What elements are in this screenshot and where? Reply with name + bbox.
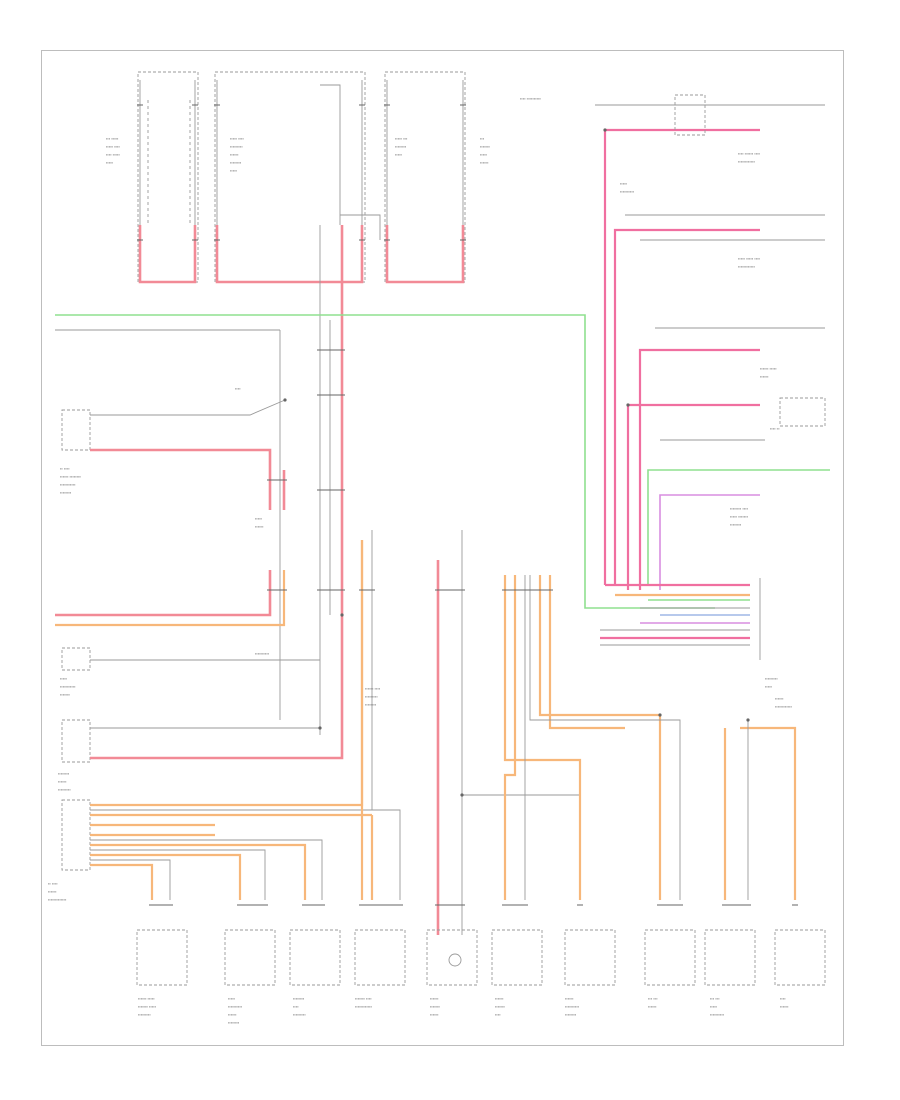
svg-text:▪▪▪▪▪: ▪▪▪▪▪ — [60, 676, 68, 681]
svg-text:▪▪▪▪▪▪▪▪: ▪▪▪▪▪▪▪▪ — [230, 160, 242, 165]
splice-points — [283, 128, 750, 797]
svg-text:▪▪▪▪▪▪▪▪: ▪▪▪▪▪▪▪▪ — [228, 1020, 240, 1025]
svg-text:▪▪▪▪ ▪▪: ▪▪▪▪ ▪▪ — [770, 426, 780, 431]
svg-text:▪▪▪▪▪ ▪▪▪▪▪ ▪▪▪▪: ▪▪▪▪▪ ▪▪▪▪▪ ▪▪▪▪ — [738, 256, 761, 261]
svg-text:▪▪▪▪▪▪▪▪▪▪: ▪▪▪▪▪▪▪▪▪▪ — [255, 651, 270, 656]
svg-text:▪▪▪▪▪▪: ▪▪▪▪▪▪ — [228, 1012, 237, 1017]
svg-text:▪▪▪▪▪: ▪▪▪▪▪ — [710, 1004, 718, 1009]
svg-text:▪▪▪▪▪ ▪▪▪▪▪▪▪: ▪▪▪▪▪ ▪▪▪▪▪▪▪ — [730, 514, 749, 519]
svg-text:▪▪▪▪▪: ▪▪▪▪▪ — [395, 152, 403, 157]
svg-text:▪▪▪▪▪▪: ▪▪▪▪▪▪ — [255, 524, 264, 529]
svg-text:▪▪▪▪▪▪▪: ▪▪▪▪▪▪▪ — [480, 144, 491, 149]
svg-text:▪▪▪▪: ▪▪▪▪ — [293, 1004, 299, 1009]
svg-text:▪▪▪ ▪▪▪: ▪▪▪ ▪▪▪ — [710, 996, 720, 1001]
svg-text:▪▪▪▪▪▪▪: ▪▪▪▪▪▪▪ — [495, 1004, 506, 1009]
left-sensor-a: ▪▪ ▪▪▪▪ ▪▪▪▪▪▪ ▪▪▪▪▪▪▪▪ ▪▪▪▪▪▪▪▪▪▪▪ ▪▪▪▪… — [60, 409, 91, 495]
svg-text:▪▪▪: ▪▪▪ — [480, 136, 485, 141]
svg-text:▪▪▪▪▪▪: ▪▪▪▪▪▪ — [48, 889, 57, 894]
svg-text:▪▪▪▪▪▪▪▪▪▪: ▪▪▪▪▪▪▪▪▪▪ — [710, 1012, 725, 1017]
svg-text:▪▪▪▪▪▪▪▪: ▪▪▪▪▪▪▪▪ — [395, 144, 407, 149]
diagram-frame — [41, 50, 844, 1046]
svg-text:▪▪▪▪: ▪▪▪▪ — [495, 1012, 501, 1017]
svg-text:▪▪▪▪▪▪▪▪▪▪: ▪▪▪▪▪▪▪▪▪▪ — [228, 1004, 243, 1009]
svg-text:▪▪▪ ▪▪▪▪▪: ▪▪▪ ▪▪▪▪▪ — [106, 136, 119, 141]
svg-text:▪▪▪▪▪: ▪▪▪▪▪ — [765, 684, 773, 689]
svg-text:▪▪▪▪▪ ▪▪▪: ▪▪▪▪▪ ▪▪▪ — [395, 136, 408, 141]
svg-text:▪▪▪▪ ▪▪▪▪▪: ▪▪▪▪ ▪▪▪▪▪ — [106, 152, 120, 157]
svg-text:▪▪▪▪▪▪▪▪▪▪▪: ▪▪▪▪▪▪▪▪▪▪▪ — [60, 482, 76, 487]
svg-text:▪▪▪▪▪▪▪ ▪▪▪▪: ▪▪▪▪▪▪▪ ▪▪▪▪ — [355, 996, 372, 1001]
svg-text:▪▪▪▪▪: ▪▪▪▪▪ — [228, 996, 236, 1001]
svg-text:▪▪▪▪: ▪▪▪▪ — [235, 386, 241, 391]
svg-text:▪▪▪▪ ▪▪▪▪▪▪▪▪▪▪: ▪▪▪▪ ▪▪▪▪▪▪▪▪▪▪ — [520, 96, 542, 101]
svg-text:▪▪▪▪▪▪▪: ▪▪▪▪▪▪▪ — [60, 692, 71, 697]
connector-ticks — [137, 104, 798, 906]
sensor-stack-right: ▪▪▪▪ ▪▪▪▪▪▪▪▪▪▪ ▪▪▪▪ ▪▪▪▪▪▪ ▪▪▪▪ ▪▪▪▪▪▪▪… — [520, 94, 826, 590]
svg-text:▪▪▪▪▪▪▪▪: ▪▪▪▪▪▪▪▪ — [565, 1012, 577, 1017]
svg-text:▪▪▪▪▪▪ ▪▪▪▪▪▪▪▪: ▪▪▪▪▪▪ ▪▪▪▪▪▪▪▪ — [60, 474, 82, 479]
svg-text:▪▪▪▪: ▪▪▪▪ — [780, 996, 786, 1001]
svg-text:▪▪▪▪▪: ▪▪▪▪▪ — [620, 181, 628, 186]
svg-text:▪▪▪▪▪▪▪▪▪: ▪▪▪▪▪▪▪▪▪ — [230, 144, 243, 149]
svg-text:▪▪▪▪▪▪: ▪▪▪▪▪▪ — [58, 779, 67, 784]
svg-text:▪▪▪▪▪▪▪▪: ▪▪▪▪▪▪▪▪ — [293, 996, 305, 1001]
svg-text:▪▪▪▪▪▪▪▪: ▪▪▪▪▪▪▪▪ — [365, 702, 377, 707]
svg-text:▪▪▪▪▪▪: ▪▪▪▪▪▪ — [565, 996, 574, 1001]
svg-text:▪▪▪▪▪: ▪▪▪▪▪ — [230, 168, 238, 173]
svg-text:▪▪▪▪▪▪: ▪▪▪▪▪▪ — [480, 160, 489, 165]
bottom-connector-row: ▪▪ ▪▪▪▪ ▪▪▪▪▪▪ ▪▪▪▪▪▪▪▪▪▪▪▪▪ — [48, 540, 401, 902]
svg-text:▪▪▪▪▪: ▪▪▪▪▪ — [255, 516, 263, 521]
svg-text:▪▪▪▪▪▪: ▪▪▪▪▪▪ — [430, 1012, 439, 1017]
svg-text:▪▪▪▪▪▪ ▪▪▪▪: ▪▪▪▪▪▪ ▪▪▪▪ — [365, 686, 381, 691]
svg-text:▪▪▪▪▪▪ ▪▪▪▪▪: ▪▪▪▪▪▪ ▪▪▪▪▪ — [760, 366, 777, 371]
svg-text:▪▪▪▪▪▪: ▪▪▪▪▪▪ — [495, 996, 504, 1001]
svg-text:▪▪▪▪▪ ▪▪▪▪: ▪▪▪▪▪ ▪▪▪▪ — [230, 136, 244, 141]
svg-text:▪▪▪▪▪▪▪▪▪: ▪▪▪▪▪▪▪▪▪ — [58, 787, 71, 792]
svg-text:▪▪▪▪▪▪▪▪▪: ▪▪▪▪▪▪▪▪▪ — [293, 1012, 306, 1017]
svg-text:▪▪▪▪▪▪▪▪: ▪▪▪▪▪▪▪▪ — [58, 771, 70, 776]
svg-text:▪▪▪▪▪▪▪▪: ▪▪▪▪▪▪▪▪ — [730, 522, 742, 527]
fuse-relay-box: ▪▪▪▪▪ ▪▪▪ ▪▪▪▪▪▪▪▪ ▪▪▪▪▪ ▪▪▪ ▪▪▪▪▪▪▪ ▪▪▪… — [384, 71, 491, 283]
svg-text:▪▪▪▪▪: ▪▪▪▪▪ — [480, 152, 488, 157]
svg-text:▪▪▪▪▪▪: ▪▪▪▪▪▪ — [230, 152, 239, 157]
left-module-b: ▪▪▪▪▪ ▪▪▪▪▪▪▪▪▪▪▪ ▪▪▪▪▪▪▪ — [60, 647, 91, 697]
svg-text:▪▪▪▪▪▪▪▪▪▪: ▪▪▪▪▪▪▪▪▪▪ — [565, 1004, 580, 1009]
svg-text:▪▪▪▪▪▪▪▪▪▪: ▪▪▪▪▪▪▪▪▪▪ — [620, 189, 635, 194]
svg-text:▪▪▪▪ ▪▪▪▪▪▪ ▪▪▪▪: ▪▪▪▪ ▪▪▪▪▪▪ ▪▪▪▪ — [738, 151, 761, 156]
svg-text:▪▪▪▪▪▪▪▪ ▪▪▪▪: ▪▪▪▪▪▪▪▪ ▪▪▪▪ — [730, 506, 749, 511]
svg-text:▪▪▪▪▪▪▪▪▪▪▪▪: ▪▪▪▪▪▪▪▪▪▪▪▪ — [738, 264, 756, 269]
svg-text:▪▪▪▪▪▪▪: ▪▪▪▪▪▪▪ — [430, 1004, 441, 1009]
svg-text:▪▪▪▪▪▪: ▪▪▪▪▪▪ — [780, 1004, 789, 1009]
top-left-switch-box: ▪▪▪ ▪▪▪▪▪ ▪▪▪▪▪ ▪▪▪▪ ▪▪▪▪ ▪▪▪▪▪ ▪▪▪▪▪ — [106, 71, 199, 283]
svg-text:▪▪▪▪▪▪▪▪▪▪▪▪: ▪▪▪▪▪▪▪▪▪▪▪▪ — [355, 1004, 373, 1009]
svg-text:▪▪▪▪▪▪: ▪▪▪▪▪▪ — [760, 374, 769, 379]
svg-text:▪▪▪▪▪: ▪▪▪▪▪ — [106, 160, 114, 165]
svg-text:▪▪ ▪▪▪▪: ▪▪ ▪▪▪▪ — [60, 466, 70, 471]
svg-text:▪▪▪▪▪▪▪▪▪▪▪▪: ▪▪▪▪▪▪▪▪▪▪▪▪ — [738, 159, 756, 164]
right-connector-block: ▪▪▪▪▪▪▪▪▪ ▪▪▪▪▪ ▪▪▪▪▪▪ ▪▪▪▪▪▪▪▪▪▪▪▪ — [600, 578, 793, 709]
svg-text:▪▪▪▪▪▪ ▪▪▪▪▪: ▪▪▪▪▪▪ ▪▪▪▪▪ — [138, 996, 155, 1001]
svg-text:▪▪ ▪▪▪▪: ▪▪ ▪▪▪▪ — [48, 881, 58, 886]
svg-text:▪▪▪▪▪▪▪ ▪▪▪▪▪: ▪▪▪▪▪▪▪ ▪▪▪▪▪ — [138, 1004, 157, 1009]
svg-text:▪▪▪▪▪▪▪▪: ▪▪▪▪▪▪▪▪ — [60, 490, 72, 495]
svg-text:▪▪▪▪▪▪: ▪▪▪▪▪▪ — [775, 696, 784, 701]
left-relay-c: ▪▪▪▪▪▪▪▪ ▪▪▪▪▪▪ ▪▪▪▪▪▪▪▪▪ — [58, 719, 91, 792]
svg-text:▪▪▪▪▪▪▪▪▪: ▪▪▪▪▪▪▪▪▪ — [365, 694, 378, 699]
svg-text:▪▪▪▪▪ ▪▪▪▪: ▪▪▪▪▪ ▪▪▪▪ — [106, 144, 120, 149]
svg-text:▪▪▪▪▪▪▪▪▪: ▪▪▪▪▪▪▪▪▪ — [765, 676, 778, 681]
svg-text:▪▪▪▪▪▪▪▪▪▪▪▪: ▪▪▪▪▪▪▪▪▪▪▪▪ — [775, 704, 793, 709]
svg-text:▪▪▪▪▪▪▪▪▪: ▪▪▪▪▪▪▪▪▪ — [138, 1012, 151, 1017]
svg-text:▪▪▪▪▪▪▪▪▪▪▪▪▪: ▪▪▪▪▪▪▪▪▪▪▪▪▪ — [48, 897, 67, 902]
svg-text:▪▪▪▪▪▪▪▪▪▪▪: ▪▪▪▪▪▪▪▪▪▪▪ — [60, 684, 76, 689]
svg-text:▪▪▪▪▪▪: ▪▪▪▪▪▪ — [430, 996, 439, 1001]
bottom-devices: ▪▪▪▪▪▪ ▪▪▪▪▪ ▪▪▪▪▪▪▪ ▪▪▪▪▪ ▪▪▪▪▪▪▪▪▪ ▪▪▪… — [136, 929, 826, 1025]
svg-text:▪▪▪ ▪▪▪: ▪▪▪ ▪▪▪ — [648, 996, 658, 1001]
svg-text:▪▪▪▪▪▪: ▪▪▪▪▪▪ — [648, 1004, 657, 1009]
